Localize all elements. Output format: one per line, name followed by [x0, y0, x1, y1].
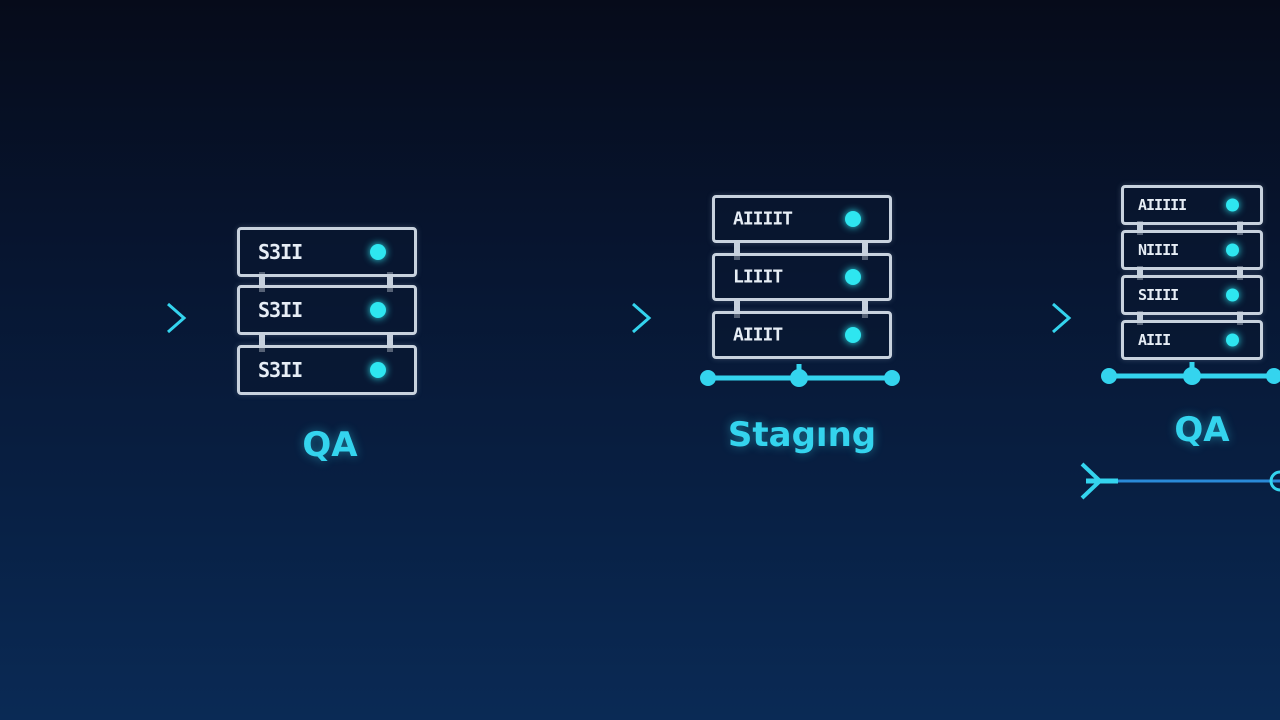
server-unit-label: AIIIII — [1138, 196, 1187, 214]
status-led-icon — [845, 211, 861, 227]
server-stack-qa-2: AIIIII NIIII SIIII AIII — [1121, 185, 1263, 360]
server-stack-staging: AIIIIT LIIIT AIIIT — [712, 195, 892, 365]
server-unit-label: SЗІІ — [258, 240, 303, 264]
status-led-icon — [845, 327, 861, 343]
server-unit-label: AIIIT — [733, 324, 783, 346]
stage-label-qa-2: QA — [1174, 410, 1230, 450]
server-unit-label: SЗІІ — [258, 358, 303, 382]
flow-arrow-2 — [525, 302, 652, 334]
network-bus-staging — [700, 364, 900, 387]
server-unit-label: SЗІІ — [258, 298, 303, 322]
network-bus-qa-2 — [1101, 362, 1280, 385]
server-unit: AIIIIT — [712, 195, 892, 243]
status-led-icon — [1226, 288, 1239, 302]
server-unit: AIIIII — [1121, 185, 1263, 225]
server-unit-label: SIIII — [1138, 286, 1179, 304]
status-led-icon — [1226, 198, 1239, 212]
server-unit: SIIII — [1121, 275, 1263, 315]
server-unit: NIIII — [1121, 230, 1263, 270]
server-unit: LIIIT — [712, 253, 892, 301]
server-unit: AIIIT — [712, 311, 892, 359]
status-led-icon — [1226, 243, 1239, 257]
status-led-icon — [370, 244, 386, 260]
server-unit: AIII — [1121, 320, 1263, 360]
status-led-icon — [1226, 333, 1239, 347]
server-unit: SЗІІ — [237, 345, 417, 395]
flow-arrow-3 — [945, 302, 1072, 334]
flow-arrow-1 — [60, 302, 187, 334]
server-unit-label: AIIIIT — [733, 208, 793, 230]
stage-label-staging: Stagıng — [727, 415, 877, 455]
server-unit: SЗІІ — [237, 227, 417, 277]
server-unit-label: LIIIT — [733, 266, 783, 288]
server-unit-label: AIII — [1138, 331, 1171, 349]
status-led-icon — [370, 302, 386, 318]
status-led-icon — [370, 362, 386, 378]
status-led-icon — [845, 269, 861, 285]
server-stack-qa: SЗІІ SЗІІ SЗІІ — [237, 227, 417, 397]
server-unit: SЗІІ — [237, 285, 417, 335]
stage-label-qa: QA — [302, 425, 358, 465]
server-unit-label: NIIII — [1138, 241, 1179, 259]
connector-line — [1080, 462, 1280, 500]
